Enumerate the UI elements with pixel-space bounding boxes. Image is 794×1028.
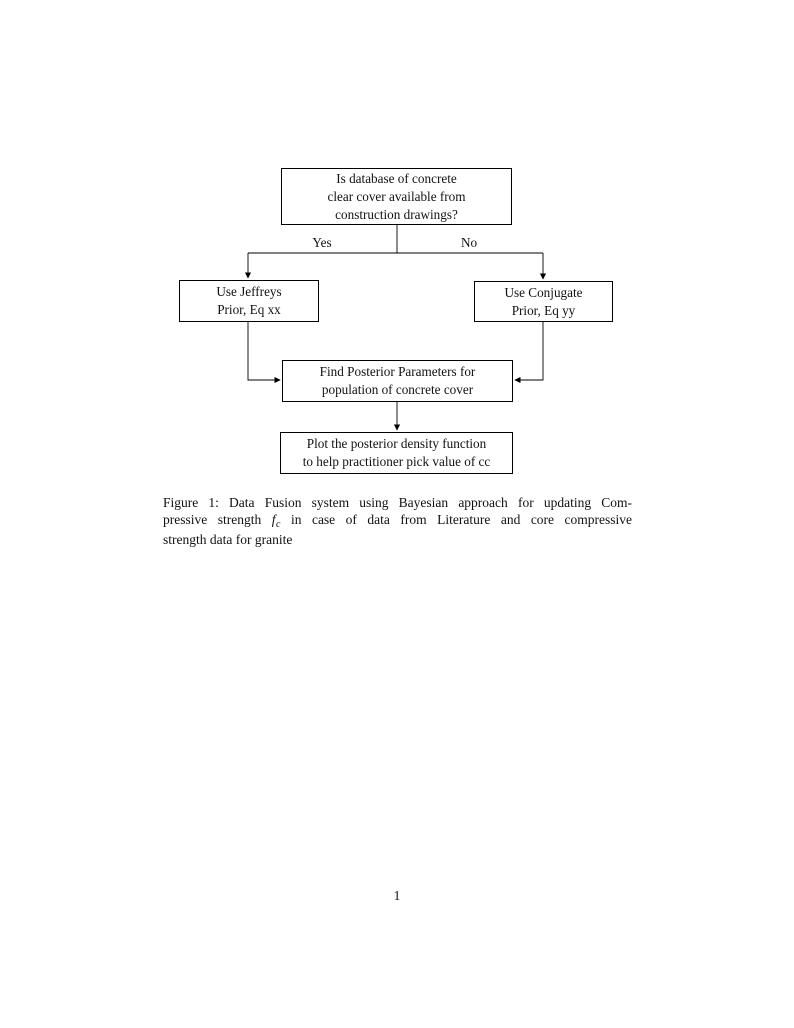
branch-label-no: No	[460, 235, 478, 250]
node-text-line: population of concrete cover	[321, 382, 474, 397]
node-text-line: Prior, Eq xx	[217, 302, 281, 317]
node-text-line: Prior, Eq yy	[511, 302, 576, 318]
node-text-line: Use Jeffreys	[216, 284, 282, 299]
arrow-left-to-posterior	[247, 322, 281, 384]
node-text-line: construction drawings?	[335, 206, 458, 222]
math-subscript: c	[276, 519, 281, 531]
caption-line: strength data for granite	[163, 531, 293, 547]
edge-top-to-branch-bar	[248, 225, 543, 254]
arrow-right-to-posterior	[514, 322, 544, 384]
node-text-line: clear cover available from	[327, 188, 466, 204]
flowchart-node-conjugate-prior: Use Conjugate Prior, Eq yy	[474, 281, 613, 322]
node-text-line: Plot the posterior density function	[306, 436, 487, 451]
node-text-line: Use Conjugate	[504, 284, 583, 300]
flowchart-node-plot-density: Plot the posterior density function to h…	[280, 432, 513, 474]
flowchart-node-jeffreys-prior: Use Jeffreys Prior, Eq xx	[179, 280, 319, 322]
page-number: 1	[393, 888, 401, 903]
branch-label-yes: Yes	[312, 235, 332, 250]
figure-caption: Figure 1: Data Fusion system using Bayes…	[163, 494, 632, 548]
flowchart-node-posterior-parameters: Find Posterior Parameters for population…	[282, 360, 513, 402]
flowchart-node-question: Is database of concrete clear cover avai…	[281, 168, 512, 225]
caption-line: pressive strength fc in case of data fro…	[163, 511, 632, 530]
math-variable: f	[271, 512, 276, 528]
caption-text: in case of data from Literature and core…	[290, 512, 633, 528]
node-text-line: to help practitioner pick value of cc	[302, 454, 491, 469]
caption-line: Figure 1: Data Fusion system using Bayes…	[163, 495, 632, 510]
node-text-line: Is database of concrete	[336, 170, 457, 186]
caption-text: pressive strength	[163, 512, 262, 528]
node-text-line: Find Posterior Parameters for	[319, 364, 476, 379]
math-fc-symbol: fc	[271, 512, 281, 531]
